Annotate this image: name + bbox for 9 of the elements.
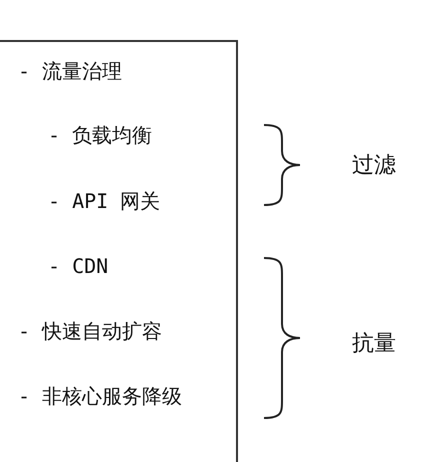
list-item: - 负载均衡 xyxy=(48,122,152,149)
bracket-label: 抗量 xyxy=(352,330,396,358)
list-item: - 快速自动扩容 xyxy=(18,318,162,345)
bracket-label: 过滤 xyxy=(352,152,396,180)
list-item: - 流量治理 xyxy=(18,58,122,85)
list-box xyxy=(0,40,238,462)
list-item: - 非核心服务降级 xyxy=(18,383,182,410)
list-item: - CDN xyxy=(48,254,108,278)
list-item: - API 网关 xyxy=(48,188,160,215)
